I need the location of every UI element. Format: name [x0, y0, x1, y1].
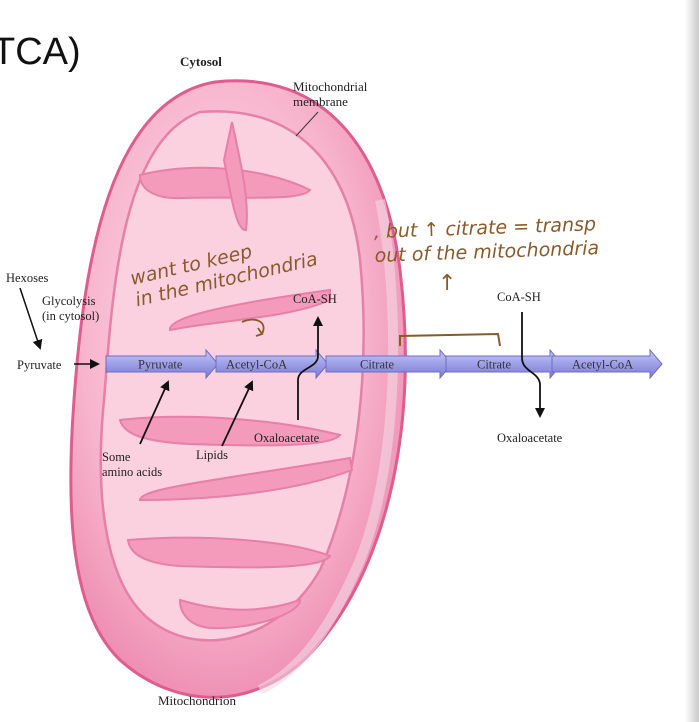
pathway-arrow-shape	[105, 348, 219, 380]
pathway-arrow-label: Acetyl-CoA	[226, 358, 287, 372]
flow-lines	[139, 312, 545, 447]
pathway-arrow-label: Citrate	[360, 358, 394, 372]
coa-uptake-arrow-outside	[521, 312, 545, 418]
coa-sh-mito-label: CoA-SH	[293, 292, 337, 306]
mitochondrion	[69, 79, 407, 699]
pathway-arrow-2: Acetyl-CoA	[215, 348, 329, 380]
crista-6	[126, 536, 332, 569]
coa-release-arrow-inside	[297, 316, 323, 420]
crista-5	[138, 456, 354, 502]
pathway-arrow-5: Acetyl-CoA	[551, 348, 663, 380]
crista-2	[222, 121, 248, 231]
inner-membrane	[99, 110, 365, 642]
crista-3	[169, 288, 331, 332]
slide-title: TCA)	[0, 31, 81, 73]
pathway: Pyruvate Acetyl-CoA Citrate Citrate Acetyl-C…	[105, 348, 663, 380]
pathway-arrow-label: Acetyl-CoA	[572, 358, 633, 372]
oxaloacetate-mito-label: Oxaloacetate	[254, 431, 320, 445]
glycolysis-label: Glycolysis(in cytosol)	[42, 294, 99, 323]
handwritten-up-arrow: ↑	[438, 271, 456, 296]
handwritten-note-transport: , but ↑ citrate = transpout of the mitoc…	[373, 213, 599, 267]
amino-acid-arrow	[139, 380, 170, 445]
hexoses-to-pyruvate-arrow	[19, 287, 43, 350]
handwritten-bracket	[399, 332, 501, 347]
mitochondrion-label: Mitochondrion	[158, 693, 236, 708]
hexoses-label: Hexoses	[6, 271, 48, 285]
pathway-arrow-label: Citrate	[477, 358, 511, 372]
crista-7	[178, 598, 302, 630]
cytosol-label: Cytosol	[180, 54, 222, 69]
lipids-label: Lipids	[196, 448, 228, 462]
cristae	[118, 121, 354, 630]
page-edge-shadow	[685, 0, 699, 722]
coa-sh-cytosol-label: CoA-SH	[497, 290, 541, 304]
lipids-arrow	[221, 380, 254, 447]
handwritten-curl-arrow	[241, 318, 265, 337]
oxaloacetate-cytosol-label: Oxaloacetate	[497, 431, 563, 445]
crista-4	[118, 415, 342, 447]
pathway-arrow-1: Pyruvate	[105, 348, 219, 380]
crista-1	[138, 166, 312, 200]
pathway-arrow-label: Pyruvate	[138, 358, 183, 372]
pyruvate-cytosol-label: Pyruvate	[17, 358, 62, 372]
pathway-arrow-4: Citrate	[445, 348, 563, 380]
pathway-arrow-shape	[215, 348, 329, 380]
membrane-pointer	[295, 111, 319, 137]
pathway-arrow-3: Citrate	[325, 348, 453, 380]
pathway-arrow-shape	[551, 348, 663, 380]
outer-membrane-shadow	[257, 199, 399, 695]
